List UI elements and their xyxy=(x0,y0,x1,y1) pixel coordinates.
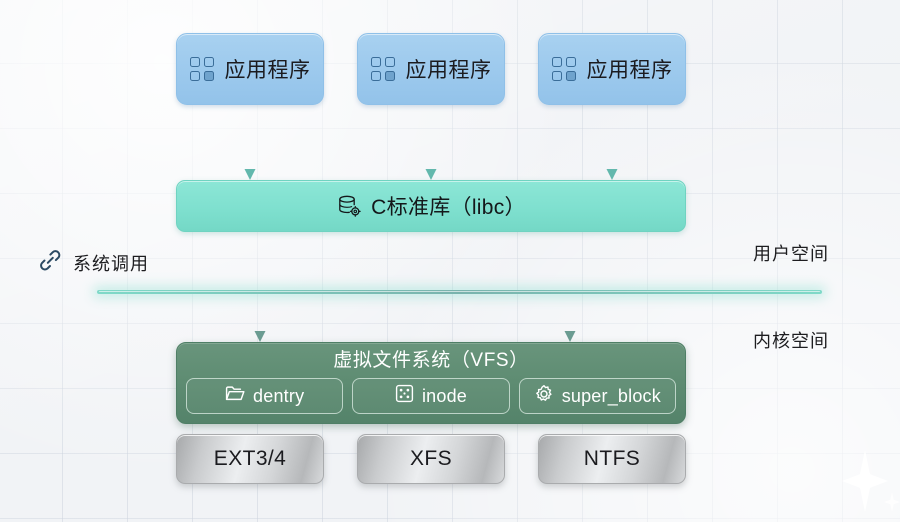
vfs-item-label: dentry xyxy=(253,385,305,406)
application-label: 应用程序 xyxy=(405,59,492,82)
kernel-space-label: 内核空间 xyxy=(753,331,829,351)
user-kernel-divider xyxy=(97,290,822,294)
database-gear-icon xyxy=(336,193,362,219)
syscall-label: 系统调用 xyxy=(73,254,149,274)
syscall-annotation: 系统调用 xyxy=(38,248,149,278)
application-box[interactable]: 应用程序 xyxy=(176,33,324,105)
filesystem-label: XFS xyxy=(409,447,453,470)
vfs-title: 虚拟文件系统（VFS） xyxy=(333,350,529,371)
grid-2x2-icon xyxy=(189,57,214,81)
filesystem-box[interactable]: EXT3/4 xyxy=(176,434,324,484)
grid-2x2-icon xyxy=(551,57,576,81)
filesystem-box[interactable]: NTFS xyxy=(538,434,686,484)
grid-2x2-icon xyxy=(370,57,395,81)
application-label: 应用程序 xyxy=(224,59,311,82)
vfs-item-label: super_block xyxy=(561,385,661,406)
application-box[interactable]: 应用程序 xyxy=(538,33,686,105)
grid-cells-icon xyxy=(395,384,414,408)
user-space-label: 用户空间 xyxy=(753,244,829,264)
vfs-item-label: inode xyxy=(421,385,468,406)
gear-icon xyxy=(534,384,554,409)
vfs-item-list: dentry inode xyxy=(177,376,685,414)
application-box[interactable]: 应用程序 xyxy=(357,33,505,105)
application-label: 应用程序 xyxy=(586,59,673,82)
vfs-item-inode[interactable]: inode xyxy=(352,378,510,414)
vfs-item-dentry[interactable]: dentry xyxy=(186,378,344,414)
vfs-item-super-block[interactable]: super_block xyxy=(518,378,676,414)
libc-label: C标准库（libc） xyxy=(371,196,526,219)
vfs-box[interactable]: 虚拟文件系统（VFS） dentry xyxy=(176,342,686,424)
filesystem-label: NTFS xyxy=(583,447,641,470)
libc-box[interactable]: C标准库（libc） xyxy=(176,180,686,232)
folder-icon xyxy=(225,385,245,408)
link-icon xyxy=(38,248,63,278)
filesystem-label: EXT3/4 xyxy=(213,447,287,470)
filesystem-box[interactable]: XFS xyxy=(357,434,505,484)
